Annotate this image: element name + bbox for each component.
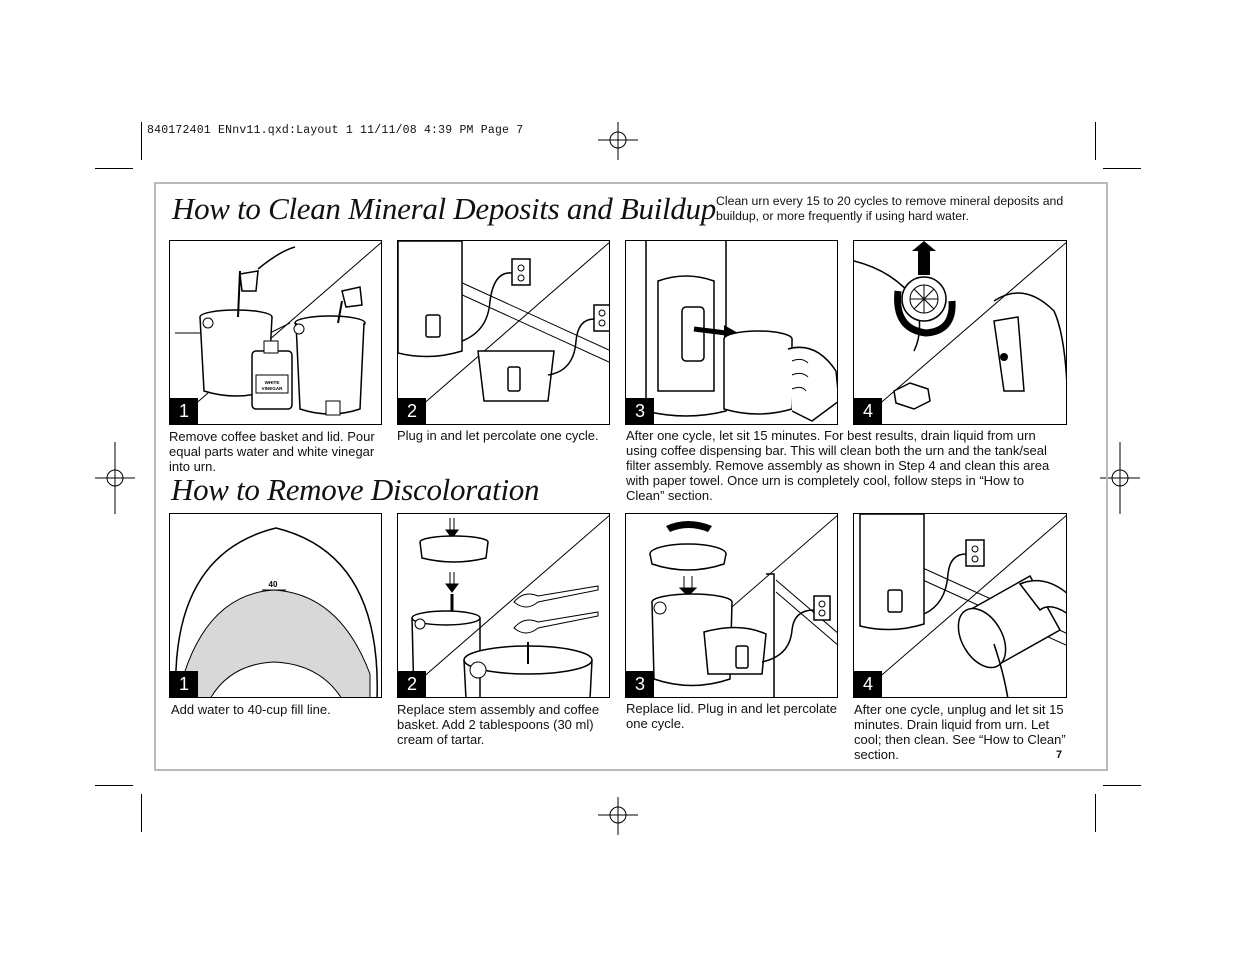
crop-mark (1103, 785, 1141, 786)
step-number: 3 (626, 398, 654, 424)
remove-assembly-illustration (854, 241, 1066, 424)
registration-mark (95, 442, 135, 514)
step-number: 1 (170, 398, 198, 424)
crop-mark (1095, 794, 1096, 832)
stem-basket-illustration (399, 515, 609, 697)
step-caption: Remove coffee basket and lid. Pour equal… (169, 429, 375, 474)
step-illustration-remove-assembly: 4 (853, 240, 1067, 425)
print-slug: 840172401 ENnv11.qxd:Layout 1 11/11/08 4… (147, 124, 524, 137)
section-intro: Clean urn every 15 to 20 cycles to remov… (716, 194, 1064, 223)
step-illustration-drain-urn: 3 (625, 240, 838, 425)
fill-line-mark: 40 (269, 580, 278, 589)
step-caption: Replace lid. Plug in and let percolate o… (626, 701, 838, 731)
step-caption: Plug in and let percolate one cycle. (397, 428, 599, 443)
drain-liquid-illustration (855, 514, 1066, 697)
step-number: 2 (398, 398, 426, 424)
replace-lid-illustration (627, 515, 837, 697)
content-frame (154, 182, 1108, 771)
step-caption: Replace stem assembly and coffee basket.… (397, 702, 600, 747)
section-title-remove-discoloration: How to Remove Discoloration (171, 472, 540, 507)
step-illustration-fill-line: 40 1 (169, 513, 382, 698)
step-illustration-plug-in: 2 (397, 240, 610, 425)
step-number: 4 (854, 398, 882, 424)
step-illustration-drain-liquid: 4 (853, 513, 1067, 698)
crop-mark (141, 794, 142, 832)
crop-mark (95, 785, 133, 786)
crop-mark (1103, 168, 1141, 169)
pour-vinegar-illustration: WHITE VINEGAR (171, 242, 381, 424)
registration-mark (598, 797, 638, 835)
fill-line-illustration: 40 (174, 527, 378, 697)
step-number: 4 (854, 671, 882, 697)
step-number: 3 (626, 671, 654, 697)
registration-mark (598, 122, 638, 160)
step-caption: After one cycle, unplug and let sit 15 m… (854, 702, 1066, 762)
crop-mark (1095, 122, 1096, 160)
plug-in-illustration (398, 241, 609, 424)
step-illustration-stem-basket: 2 (397, 513, 610, 698)
bottle-label: WHITE (265, 380, 280, 385)
crop-mark (141, 122, 142, 160)
step-caption-long: After one cycle, let sit 15 minutes. For… (626, 428, 1050, 503)
step-number: 1 (170, 671, 198, 697)
drain-urn-illustration (645, 241, 837, 422)
section-title-clean-mineral: How to Clean Mineral Deposits and Buildu… (172, 191, 716, 226)
crop-mark (95, 168, 133, 169)
step-number: 2 (398, 671, 426, 697)
step-illustration-pour-vinegar: WHITE VINEGAR 1 (169, 240, 382, 425)
step-illustration-replace-lid: 3 (625, 513, 838, 698)
step-caption: Add water to 40-cup fill line. (171, 702, 331, 717)
svg-text:VINEGAR: VINEGAR (262, 386, 284, 391)
page-number: 7 (1056, 749, 1063, 761)
